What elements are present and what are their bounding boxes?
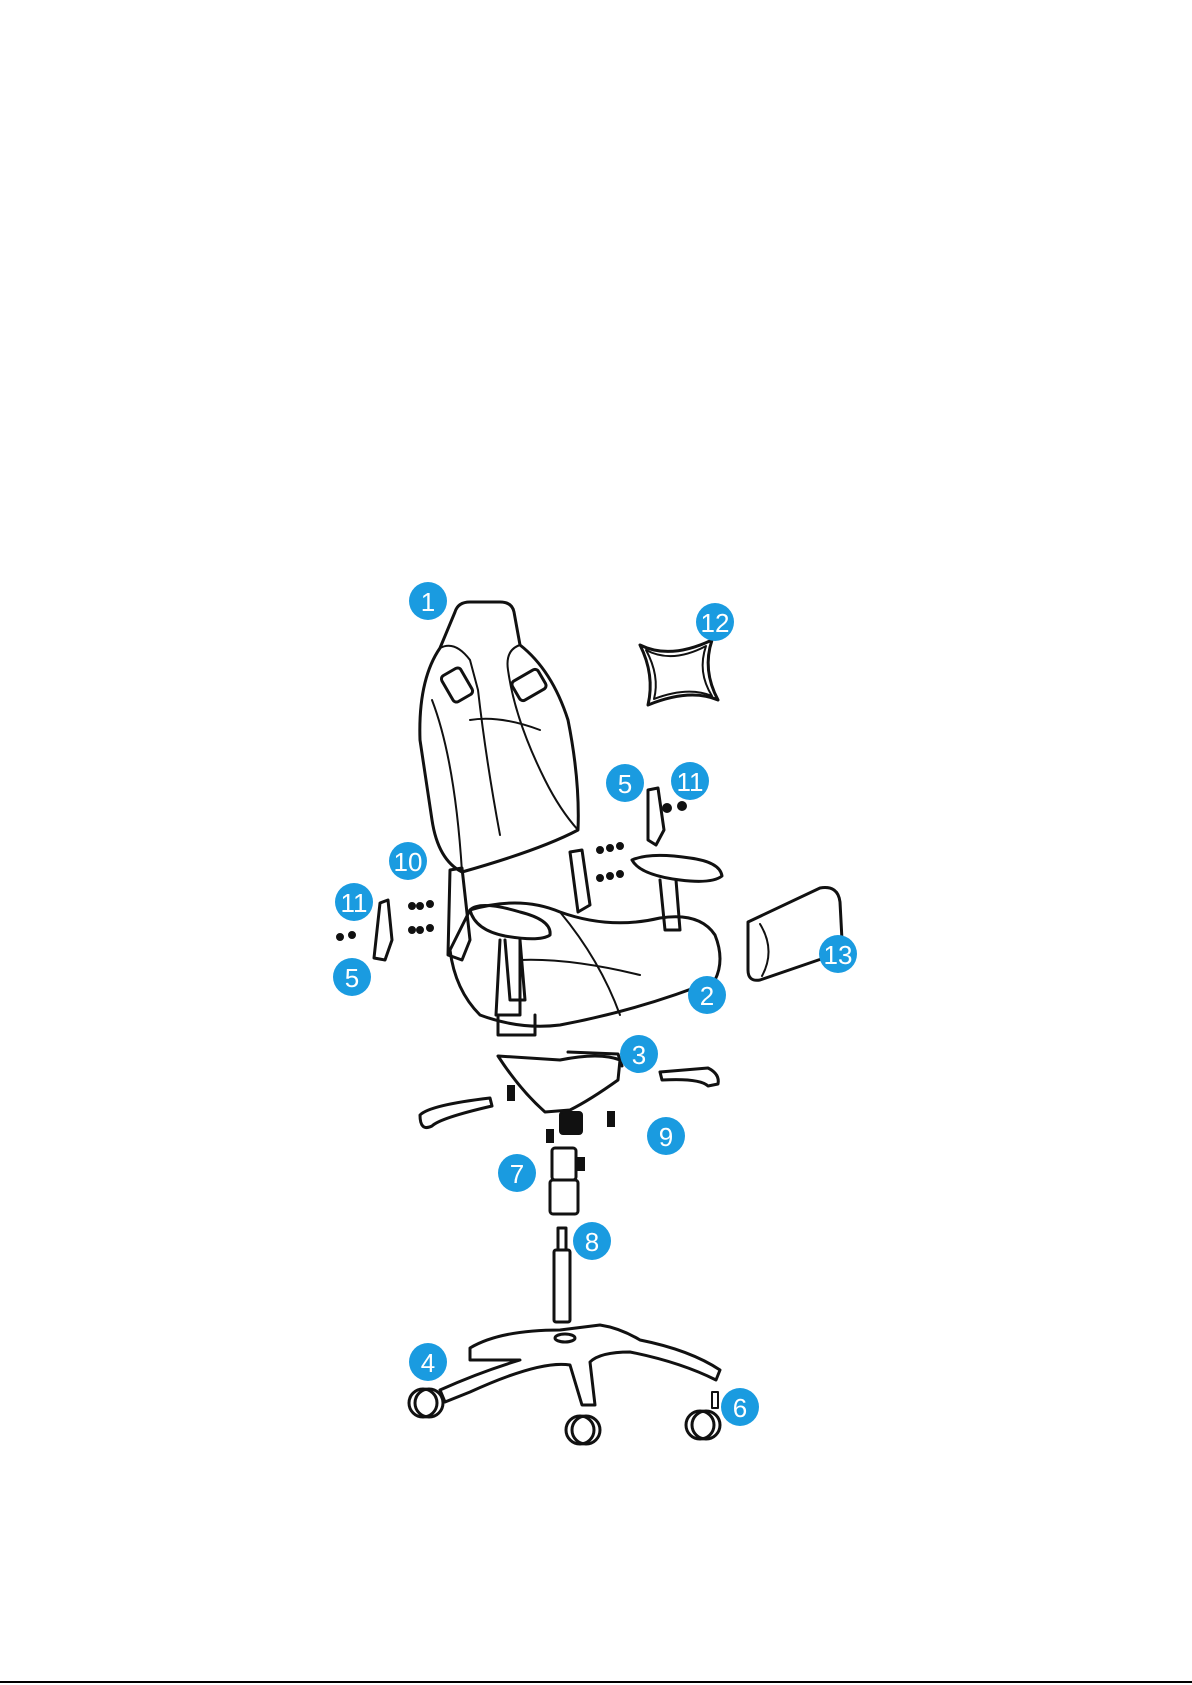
callout-13: 13 <box>819 935 857 973</box>
svg-text:8: 8 <box>585 1227 599 1257</box>
svg-text:7: 7 <box>510 1159 524 1189</box>
side-bracket-left-part <box>374 900 392 960</box>
svg-text:9: 9 <box>659 1122 673 1152</box>
page-bottom-rule <box>0 1681 1192 1683</box>
svg-text:12: 12 <box>701 608 730 638</box>
svg-text:11: 11 <box>677 767 704 797</box>
callout-11-left: 11 <box>335 883 373 921</box>
head-pillow-part <box>640 640 718 705</box>
gas-lift-part <box>554 1228 570 1322</box>
callout-8: 8 <box>573 1222 611 1260</box>
armrest-part <box>470 855 722 1000</box>
svg-text:5: 5 <box>618 769 632 799</box>
callout-6: 6 <box>721 1388 759 1426</box>
svg-text:2: 2 <box>700 981 714 1011</box>
callout-4: 4 <box>409 1343 447 1381</box>
svg-text:10: 10 <box>394 847 423 877</box>
base-part <box>440 1325 720 1405</box>
backrest-part <box>420 602 578 872</box>
svg-text:6: 6 <box>733 1393 747 1423</box>
callout-10: 10 <box>389 842 427 880</box>
svg-text:4: 4 <box>421 1348 435 1378</box>
side-bracket-right-part <box>648 788 664 845</box>
callout-7: 7 <box>498 1154 536 1192</box>
callout-5-left: 5 <box>333 958 371 996</box>
svg-text:11: 11 <box>341 888 368 918</box>
svg-text:3: 3 <box>632 1040 646 1070</box>
callout-5-right: 5 <box>606 764 644 802</box>
callout-9: 9 <box>647 1117 685 1155</box>
callout-1: 1 <box>409 582 447 620</box>
svg-text:13: 13 <box>824 940 853 970</box>
callout-12: 12 <box>696 603 734 641</box>
column-cover-part <box>547 1130 584 1214</box>
callout-2: 2 <box>688 976 726 1014</box>
svg-text:5: 5 <box>345 963 359 993</box>
svg-text:1: 1 <box>421 587 435 617</box>
callout-11-right: 11 <box>671 762 709 800</box>
callout-3: 3 <box>620 1035 658 1073</box>
